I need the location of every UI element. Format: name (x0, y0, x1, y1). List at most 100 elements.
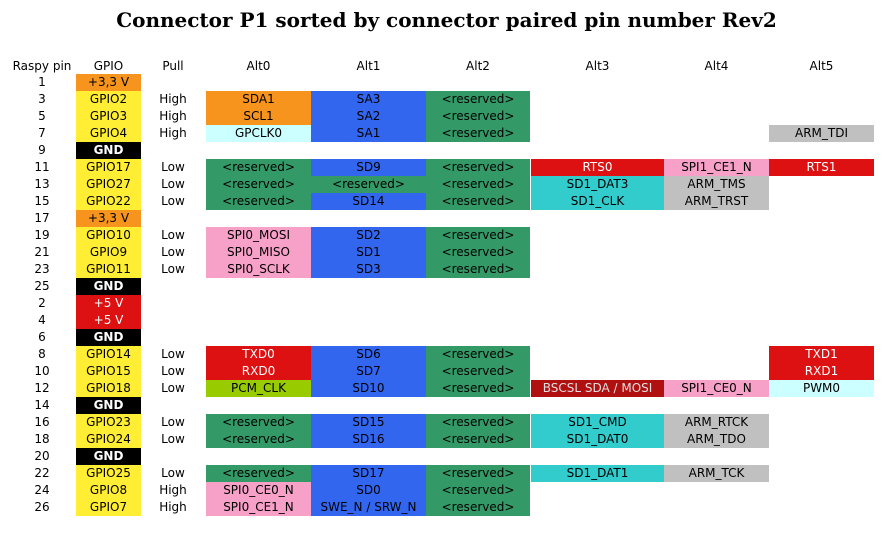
raspy-pin-cell: 23 (34, 262, 50, 276)
pull-cell: Low (161, 228, 185, 242)
alt0-cell: <reserved> (206, 159, 311, 176)
raspy-pin-cell: 1 (38, 75, 46, 89)
alt0-cell: GPCLK0 (206, 125, 311, 142)
gpio-cell: GPIO24 (76, 431, 141, 448)
alt0-cell: PCM_CLK (206, 380, 311, 397)
pull-cell: Low (161, 160, 185, 174)
alt0-cell: <reserved> (206, 414, 311, 431)
alt0-cell: SCL1 (206, 108, 311, 125)
raspy-pin-cell: 24 (34, 483, 50, 497)
alt2-cell: <reserved> (426, 244, 530, 261)
gpio-cell: GND (76, 278, 141, 295)
gpio-cell: GPIO22 (76, 193, 141, 210)
alt0-cell: <reserved> (206, 431, 311, 448)
alt0-cell: <reserved> (206, 465, 311, 482)
table-row: 4+5 V (0, 312, 893, 329)
alt1-cell: SA2 (311, 108, 426, 125)
gpio-cell: GPIO15 (76, 363, 141, 380)
alt4-cell: ARM_TCK (664, 465, 769, 482)
raspy-pin-cell: 9 (38, 143, 46, 157)
alt1-cell: SD2 (311, 227, 426, 244)
pull-cell: Low (161, 415, 185, 429)
gpio-cell: GPIO25 (76, 465, 141, 482)
alt1-cell: SD7 (311, 363, 426, 380)
gpio-cell: GPIO7 (76, 499, 141, 516)
alt1-cell: SA3 (311, 91, 426, 108)
pull-cell: High (159, 483, 187, 497)
alt1-cell: SD1 (311, 244, 426, 261)
alt2-cell: <reserved> (426, 499, 530, 516)
alt4-cell: ARM_TMS (664, 176, 769, 193)
pull-cell: Low (161, 381, 185, 395)
page-title: Connector P1 sorted by connector paired … (116, 8, 777, 32)
alt0-cell: <reserved> (206, 193, 311, 210)
header-alt4: Alt4 (704, 59, 729, 73)
raspy-pin-cell: 17 (34, 211, 50, 225)
alt3-cell: RTS0 (531, 159, 664, 176)
alt5-cell: RTS1 (769, 159, 874, 176)
pull-cell: High (159, 109, 187, 123)
header-alt3: Alt3 (585, 59, 610, 73)
pull-cell: High (159, 500, 187, 514)
raspy-pin-cell: 19 (34, 228, 50, 242)
alt5-cell: ARM_TDI (769, 125, 874, 142)
alt1-cell: SA1 (311, 125, 426, 142)
raspy-pin-cell: 16 (34, 415, 50, 429)
header-pull: Pull (162, 59, 184, 73)
gpio-cell: GPIO10 (76, 227, 141, 244)
alt1-cell: SWE_N / SRW_N (311, 499, 426, 516)
alt2-cell: <reserved> (426, 380, 530, 397)
gpio-cell: GPIO2 (76, 91, 141, 108)
raspy-pin-cell: 14 (34, 398, 50, 412)
alt4-cell: ARM_TRST (664, 193, 769, 210)
alt0-cell: <reserved> (206, 176, 311, 193)
header-alt1: Alt1 (356, 59, 381, 73)
header-alt5: Alt5 (809, 59, 834, 73)
gpio-cell: GPIO3 (76, 108, 141, 125)
alt3-cell: BSCSL SDA / MOSI (531, 380, 664, 397)
raspy-pin-cell: 15 (34, 194, 50, 208)
alt0-cell: TXD0 (206, 346, 311, 363)
alt1-cell: SD6 (311, 346, 426, 363)
alt2-cell: <reserved> (426, 193, 530, 210)
alt1-cell: SD9 (311, 159, 426, 176)
alt3-cell: SD1_CMD (531, 414, 664, 431)
alt5-cell: TXD1 (769, 346, 874, 363)
alt0-cell: SPI0_MOSI (206, 227, 311, 244)
alt2-cell: <reserved> (426, 227, 530, 244)
table-row: 1+3,3 V (0, 74, 893, 91)
alt1-cell: SD0 (311, 482, 426, 499)
raspy-pin-cell: 12 (34, 381, 50, 395)
alt1-cell: SD17 (311, 465, 426, 482)
alt2-cell: <reserved> (426, 176, 530, 193)
alt2-cell: <reserved> (426, 261, 530, 278)
raspy-pin-cell: 7 (38, 126, 46, 140)
alt2-cell: <reserved> (426, 108, 530, 125)
pull-cell: High (159, 92, 187, 106)
alt4-cell: SPI1_CE1_N (664, 159, 769, 176)
gpio-cell: +5 V (76, 312, 141, 329)
pull-cell: High (159, 126, 187, 140)
alt0-cell: SPI0_MISO (206, 244, 311, 261)
alt4-cell: SPI1_CE0_N (664, 380, 769, 397)
raspy-pin-cell: 11 (34, 160, 50, 174)
gpio-cell: GPIO4 (76, 125, 141, 142)
pull-cell: Low (161, 177, 185, 191)
table-row: 17+3,3 V (0, 210, 893, 227)
alt1-cell: SD3 (311, 261, 426, 278)
gpio-cell: +5 V (76, 295, 141, 312)
pull-cell: Low (161, 262, 185, 276)
